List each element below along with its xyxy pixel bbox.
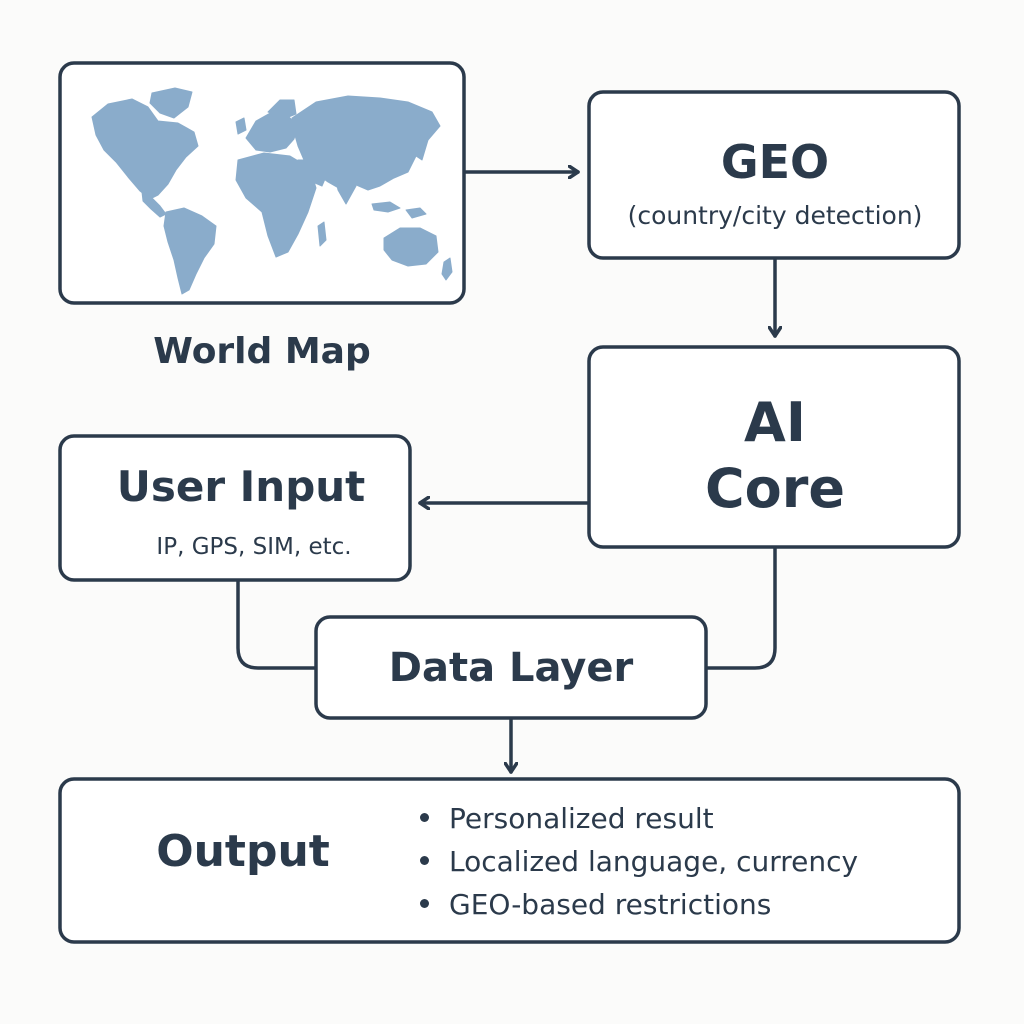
geo-title: GEO: [720, 135, 830, 189]
map-greenland: [149, 87, 193, 119]
map-india: [333, 169, 357, 205]
map-central-america: [141, 191, 167, 218]
map-south-america: [163, 207, 217, 295]
output-box: [58, 777, 961, 944]
output-list: Personalized result Localized language, …: [420, 801, 858, 930]
world-map-caption: World Map: [153, 331, 371, 372]
map-africa: [235, 152, 317, 258]
line-ai-core-to-data-layer: [704, 545, 777, 670]
bullet-icon: [420, 855, 429, 865]
user-input-title: User Input: [116, 462, 366, 511]
output-list-item: Localized language, currency: [420, 844, 858, 887]
map-new-zealand: [441, 257, 453, 281]
map-indonesia: [371, 201, 401, 213]
map-middle-east: [297, 159, 329, 187]
map-north-america: [91, 98, 199, 200]
map-japan: [415, 135, 429, 161]
map-scandinavia: [267, 99, 297, 119]
user-input-subtitle: IP, GPS, SIM, etc.: [156, 534, 352, 560]
output-item-text: GEO-based restrictions: [449, 888, 772, 921]
ai-core-title-line2: Core: [705, 457, 845, 520]
bullet-icon: [420, 898, 429, 908]
data-layer-box: [314, 615, 708, 720]
map-new-guinea: [405, 207, 427, 219]
output-list-item: Personalized result: [420, 801, 858, 844]
world-map-image: [91, 87, 453, 295]
user-input-box: [58, 434, 412, 582]
geo-box: [587, 90, 961, 260]
line-user-input-to-data-layer: [236, 578, 318, 670]
bullet-icon: [420, 812, 429, 822]
ai-core-title-line1: AI: [744, 391, 806, 454]
map-uk: [235, 117, 247, 135]
ai-core-box: [587, 345, 961, 549]
output-item-text: Personalized result: [449, 802, 714, 835]
map-australia: [383, 227, 439, 267]
output-title: Output: [156, 826, 330, 877]
geo-subtitle: (country/city detection): [627, 201, 923, 230]
output-item-text: Localized language, currency: [449, 845, 859, 878]
output-list-item: GEO-based restrictions: [420, 887, 858, 930]
map-madagascar: [317, 221, 327, 247]
data-layer-title: Data Layer: [388, 645, 634, 691]
